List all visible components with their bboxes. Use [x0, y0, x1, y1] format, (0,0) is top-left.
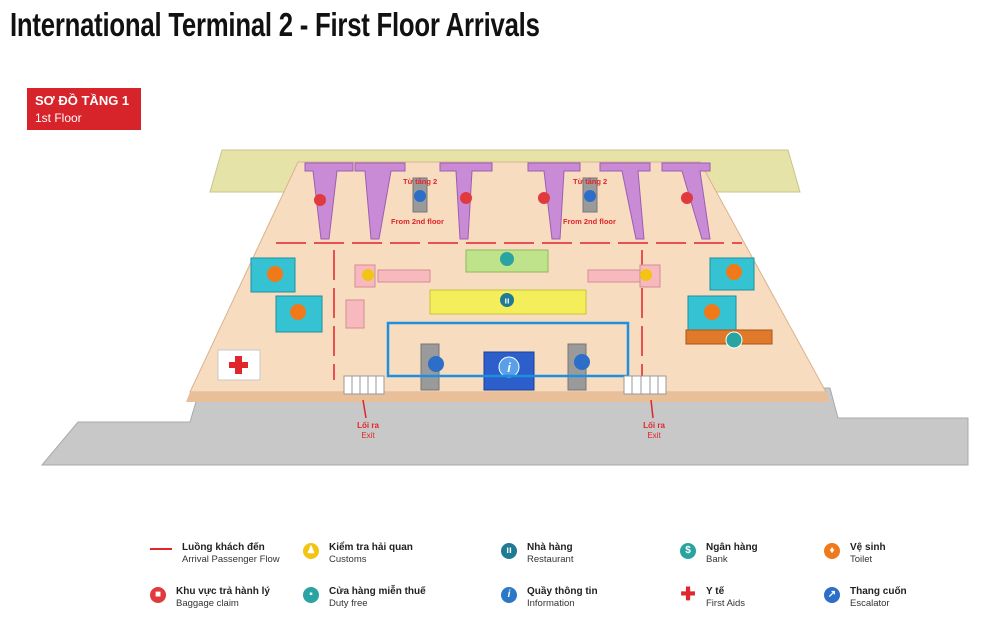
customs-icon: ♟	[303, 543, 319, 559]
svg-text:i: i	[507, 360, 511, 375]
toilet-icon	[704, 304, 720, 320]
from-2nd-vn-right: Từ tầng 2	[573, 177, 607, 186]
walkway	[40, 387, 969, 466]
from-2nd-vn-left: Từ tầng 2	[403, 177, 437, 186]
legend-en: Duty free	[329, 598, 368, 609]
escalator-icon	[428, 356, 444, 372]
legend-vn: Y tế	[706, 586, 725, 597]
restaurant-icon: ıı	[501, 543, 517, 559]
toilet-icon	[726, 264, 742, 280]
exit-vn-left: Lối ra	[357, 421, 379, 430]
escalator-icon	[414, 190, 426, 202]
legend-en: Restaurant	[527, 554, 574, 565]
legend-vn: Vệ sinh	[850, 542, 886, 553]
legend-en: Escalator	[850, 598, 890, 609]
bank-icon	[725, 331, 743, 349]
floor-badge: SƠ ĐỒ TẦNG 1 1st Floor	[27, 88, 141, 130]
legend-vn: Kiểm tra hải quan	[329, 542, 413, 553]
carousel-4	[527, 162, 581, 240]
baggage-icons	[314, 190, 693, 206]
escalator-icon	[574, 354, 590, 370]
customs-counter-left	[377, 269, 431, 283]
floor-badge-en: 1st Floor	[35, 111, 82, 125]
customs-icon	[362, 269, 374, 281]
customs-counter-right	[587, 269, 641, 283]
legend-en: Arrival Passenger Flow	[182, 554, 280, 565]
baggage-claim-icon	[460, 192, 472, 204]
carousel-5	[599, 162, 651, 240]
flow-exit-left	[362, 399, 367, 419]
legend-en: Bank	[706, 554, 728, 565]
exit-gate-left	[343, 375, 385, 395]
carousel-6	[661, 162, 711, 240]
toilet-icon	[290, 304, 306, 320]
duty-free-icon	[500, 252, 514, 266]
legend-en: Information	[527, 598, 575, 609]
legend-vn: Thang cuốn	[850, 586, 907, 597]
floor-badge-vn: SƠ ĐỒ TẦNG 1	[35, 93, 130, 108]
flow-exit-right	[650, 399, 654, 419]
legend-vn: Cửa hàng miễn thuế	[329, 586, 426, 597]
flow-line-icon	[150, 548, 172, 550]
exit-en-left: Exit	[361, 431, 375, 440]
exit-vn-right: Lối ra	[643, 421, 665, 430]
counter-small-left	[345, 299, 365, 329]
page-title: International Terminal 2 - First Floor A…	[10, 6, 540, 43]
legend-vn: Khu vực trả hành lý	[176, 586, 270, 597]
legend-en: Customs	[329, 554, 367, 565]
legend-en: Toilet	[850, 554, 873, 565]
baggage-claim-icon: ■	[150, 587, 166, 603]
legend-vn: Luồng khách đến	[182, 542, 265, 553]
legend-vn: Quầy thông tin	[527, 586, 598, 597]
escalator-icon	[584, 190, 596, 202]
from-2nd-en-right: From 2nd floor	[563, 217, 616, 226]
baggage-claim-icon	[314, 194, 326, 206]
carousel-1	[304, 162, 354, 240]
carousel-2	[354, 162, 406, 240]
restaurant-icon	[500, 293, 514, 307]
svg-text:ıı: ıı	[504, 296, 509, 306]
baggage-claim-icon	[681, 192, 693, 204]
bank-icon: $	[680, 543, 696, 559]
exit-en-right: Exit	[647, 431, 661, 440]
first-aid-icon: ✚	[680, 584, 696, 604]
customs-icon	[640, 269, 652, 281]
exit-gate-right	[623, 375, 667, 395]
escalator-icon: ↗	[824, 587, 840, 603]
toilet-icon	[267, 266, 283, 282]
legend-vn: Nhà hàng	[527, 542, 573, 553]
legend-en: Baggage claim	[176, 598, 239, 609]
highlight-box	[386, 321, 630, 378]
from-2nd-en-left: From 2nd floor	[391, 217, 444, 226]
legend-vn: Ngân hàng	[706, 542, 758, 553]
toilet-icon: ♦	[824, 543, 840, 559]
baggage-claim-icon	[538, 192, 550, 204]
duty-free-icon: ▪	[303, 587, 319, 603]
information-icon: i	[501, 587, 517, 603]
floor-plate-edge	[186, 392, 830, 402]
baggage-carousels	[304, 162, 711, 240]
legend-en: First Aids	[706, 598, 746, 609]
